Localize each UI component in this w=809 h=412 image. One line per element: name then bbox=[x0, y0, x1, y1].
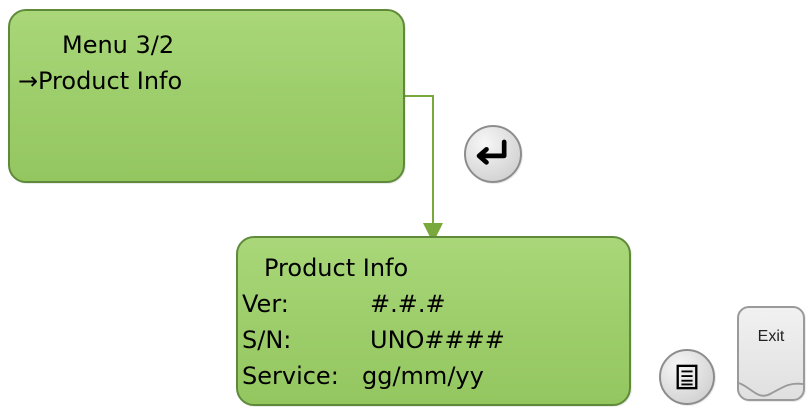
service-label: Service: bbox=[242, 362, 339, 390]
menu-screen: Menu 3/2 →Product Info bbox=[8, 9, 405, 183]
exit-label: Exit bbox=[757, 328, 785, 345]
menu-list-icon bbox=[676, 364, 698, 390]
product-info-title: Product Info bbox=[264, 254, 409, 282]
serial-number-value: UNO#### bbox=[370, 326, 505, 354]
serial-number-label: S/N: bbox=[242, 326, 292, 354]
exit-button-fold bbox=[739, 382, 803, 397]
menu-item-product-info: Product Info bbox=[38, 67, 183, 95]
selection-arrow-icon: → bbox=[18, 67, 39, 95]
exit-button[interactable]: Exit bbox=[737, 306, 805, 401]
menu-title: Menu 3/2 bbox=[62, 31, 175, 59]
enter-arrow-icon bbox=[476, 139, 507, 165]
version-label: Ver: bbox=[242, 290, 289, 318]
menu-button[interactable] bbox=[659, 349, 715, 405]
product-info-screen: Product Info Ver: #.#.# S/N: UNO#### Ser… bbox=[236, 236, 631, 406]
service-date-value: gg/mm/yy bbox=[362, 362, 484, 390]
version-value: #.#.# bbox=[370, 290, 446, 318]
enter-button[interactable] bbox=[464, 125, 522, 183]
menu-selected-row: →Product Info bbox=[18, 67, 182, 95]
